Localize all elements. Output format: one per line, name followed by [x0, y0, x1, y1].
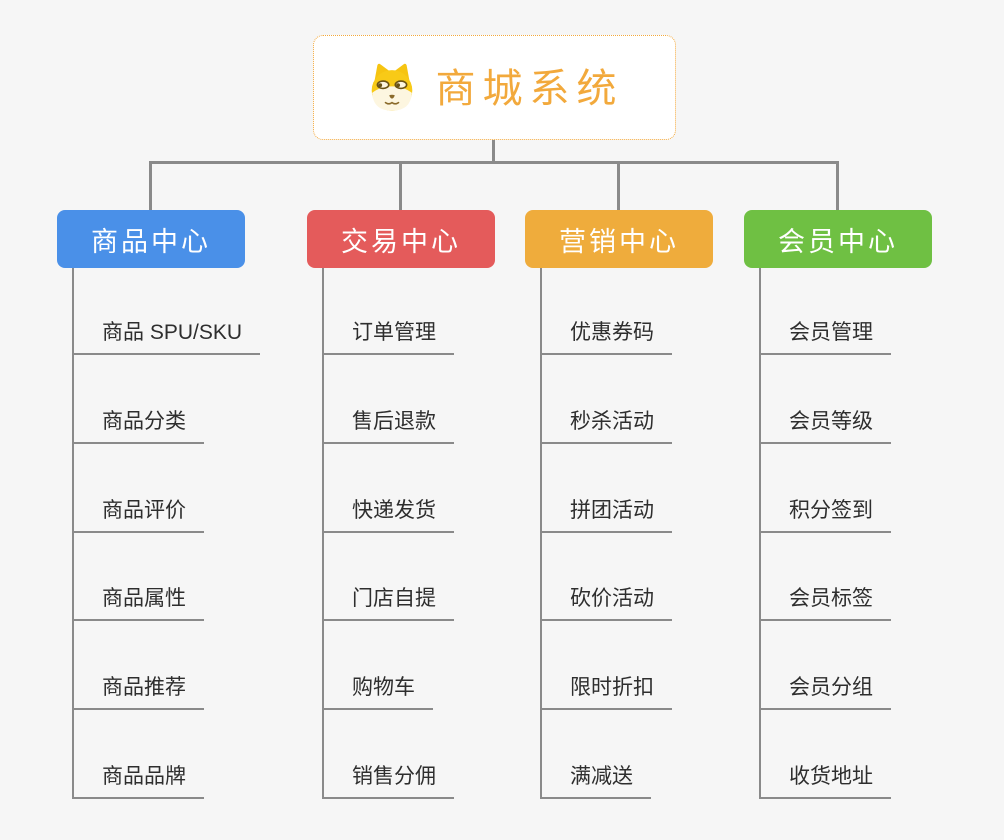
branch-children: 订单管理 售后退款 快递发货 门店自提 购物车 销售分佣 — [322, 268, 454, 799]
branch-node-label[interactable]: 会员中心 — [744, 210, 932, 268]
child-topic[interactable]: 商品品牌 — [74, 710, 204, 799]
branch-member-center: 会员中心 会员管理 会员等级 积分签到 会员标签 会员分组 收货地址 — [744, 210, 932, 799]
branch-trade-center: 交易中心 订单管理 售后退款 快递发货 门店自提 购物车 销售分佣 — [307, 210, 495, 799]
branch-children: 会员管理 会员等级 积分签到 会员标签 会员分组 收货地址 — [759, 268, 891, 799]
branch-children: 优惠券码 秒杀活动 拼团活动 砍价活动 限时折扣 满减送 — [540, 268, 672, 799]
child-topic[interactable]: 秒杀活动 — [542, 355, 672, 444]
connector-drop-2 — [399, 163, 402, 211]
branch-children: 商品 SPU/SKU 商品分类 商品评价 商品属性 商品推荐 商品品牌 — [72, 268, 261, 799]
child-topic[interactable]: 会员标签 — [761, 533, 891, 622]
root-node[interactable]: 商城系统 — [313, 35, 676, 140]
child-topic[interactable]: 优惠券码 — [542, 268, 672, 355]
child-topic[interactable]: 会员分组 — [761, 621, 891, 711]
connector-drop-3 — [617, 163, 620, 211]
child-topic[interactable]: 订单管理 — [324, 268, 454, 355]
child-topic[interactable]: 会员等级 — [761, 355, 891, 444]
child-topic[interactable]: 销售分佣 — [324, 710, 454, 799]
child-topic[interactable]: 门店自提 — [324, 533, 454, 622]
root-title: 商城系统 — [435, 66, 624, 111]
child-topic[interactable]: 售后退款 — [324, 355, 454, 444]
child-topic[interactable]: 商品 SPU/SKU — [74, 268, 261, 355]
child-topic[interactable]: 收货地址 — [761, 710, 891, 799]
connector-root-stem — [492, 138, 495, 164]
child-topic[interactable]: 限时折扣 — [542, 621, 672, 711]
child-topic[interactable]: 拼团活动 — [542, 444, 672, 533]
branch-marketing-center: 营销中心 优惠券码 秒杀活动 拼团活动 砍价活动 限时折扣 满减送 — [525, 210, 713, 799]
child-topic[interactable]: 砍价活动 — [542, 533, 672, 622]
child-topic[interactable]: 积分签到 — [761, 444, 891, 533]
child-topic[interactable]: 商品推荐 — [74, 621, 204, 711]
connector-drop-1 — [149, 163, 152, 211]
connector-drop-4 — [836, 163, 839, 211]
child-topic[interactable]: 购物车 — [324, 621, 433, 711]
child-topic[interactable]: 满减送 — [542, 710, 651, 799]
branch-node-label[interactable]: 商品中心 — [57, 210, 245, 268]
child-topic[interactable]: 商品分类 — [74, 355, 204, 444]
child-topic[interactable]: 商品评价 — [74, 444, 204, 533]
dog-face-icon — [371, 63, 412, 111]
branch-product-center: 商品中心 商品 SPU/SKU 商品分类 商品评价 商品属性 商品推荐 商品品牌 — [57, 210, 261, 799]
connector-horizontal-bar — [149, 161, 839, 164]
child-topic[interactable]: 快递发货 — [324, 444, 454, 533]
branch-node-label[interactable]: 交易中心 — [307, 210, 495, 268]
child-topic[interactable]: 商品属性 — [74, 533, 204, 622]
child-topic[interactable]: 会员管理 — [761, 268, 891, 355]
branch-node-label[interactable]: 营销中心 — [525, 210, 713, 268]
